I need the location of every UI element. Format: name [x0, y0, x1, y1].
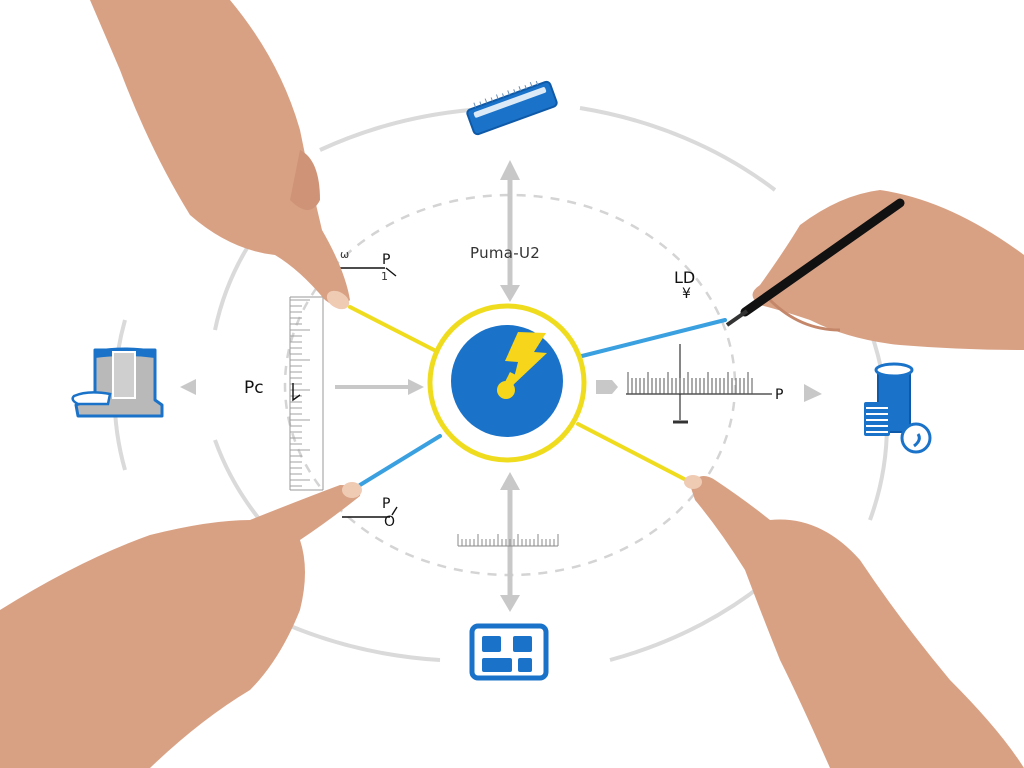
- scale-ticks: [457, 534, 559, 546]
- left-marker-label: Pc: [244, 378, 264, 398]
- top-right-sub-label: ¥: [682, 286, 691, 302]
- horizontal-arrows: [180, 379, 822, 402]
- top-right-marker-label: LD: [674, 268, 696, 287]
- top-left-sub-label: 1: [381, 270, 388, 283]
- hand-top-right: [725, 190, 1024, 350]
- central-hub[interactable]: [427, 303, 587, 463]
- hub-label: Puma-U2: [470, 244, 541, 262]
- left-ruler: [289, 296, 324, 491]
- container-coin-icon[interactable]: [864, 362, 932, 454]
- grid-layout-icon[interactable]: [469, 623, 549, 681]
- axis-marker-label: P: [775, 387, 784, 403]
- connector-lines: [348, 305, 727, 487]
- top-left-tiny-label: ω: [340, 248, 350, 261]
- axis-ticks: [627, 372, 753, 394]
- lightning-bolt-icon: [497, 332, 547, 399]
- ruler-icon[interactable]: [464, 76, 558, 136]
- bottom-left-marker-label: P: [382, 496, 391, 512]
- pen: [740, 198, 905, 317]
- hand-bottom-right: [684, 475, 1024, 768]
- hand-bottom-left: [0, 482, 362, 768]
- machine-icon[interactable]: [71, 347, 164, 418]
- hand-top-left: [90, 0, 350, 310]
- label-pointers: [292, 267, 398, 518]
- ruler-ticks: [290, 299, 310, 487]
- top-left-marker-label: P: [382, 252, 391, 268]
- bottom-left-sub-label: O: [384, 514, 396, 530]
